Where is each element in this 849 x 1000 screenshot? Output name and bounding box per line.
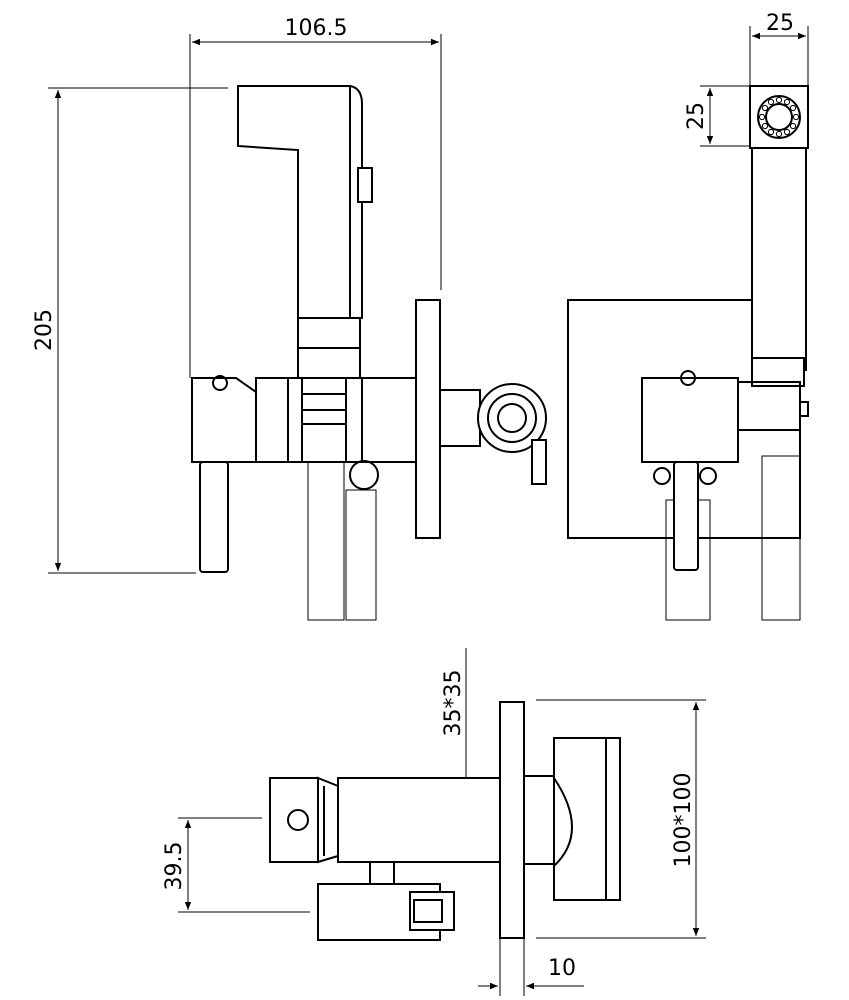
dimension-side-width: 106.5 xyxy=(189,16,442,378)
dimension-plate-size: 100*100 xyxy=(536,699,706,939)
dimension-label-body-section: 35*35 xyxy=(441,670,466,737)
handle-side xyxy=(439,383,547,485)
hose-front xyxy=(653,455,801,621)
dimension-label-outlet-offset: 39.5 xyxy=(162,842,187,891)
wall-plate-side xyxy=(415,299,441,539)
dimension-label-plate-size: 100*100 xyxy=(671,773,696,868)
wall-plate-top xyxy=(499,701,525,939)
dimension-label-side-width: 106.5 xyxy=(285,16,348,41)
dimension-outlet-offset: 39.5 xyxy=(162,817,310,913)
holder-top xyxy=(317,883,455,941)
hand-shower-front xyxy=(749,85,809,417)
valve-body-top xyxy=(269,776,501,885)
valve-body-front xyxy=(641,370,801,463)
dimension-label-head-height: 25 xyxy=(684,102,709,130)
valve-body-side xyxy=(191,375,417,573)
front-view: 25 25 xyxy=(567,11,809,621)
spray-nozzles xyxy=(758,96,800,138)
handle-top xyxy=(523,737,621,901)
dimension-side-height: 205 xyxy=(32,87,228,574)
dimension-label-side-height: 205 xyxy=(32,309,57,351)
hand-shower-side xyxy=(237,85,373,381)
dimension-label-plate-thickness: 10 xyxy=(548,956,576,981)
dimension-plate-thickness: 10 xyxy=(478,938,584,996)
dimension-head-height: 25 xyxy=(684,85,750,147)
dimension-label-head-width: 25 xyxy=(766,11,794,36)
hose-side xyxy=(307,439,377,621)
side-view: 106.5 205 xyxy=(32,16,547,621)
top-view: 35*35 100*100 39.5 10 xyxy=(162,648,706,996)
dimension-head-width: 25 xyxy=(749,11,809,86)
